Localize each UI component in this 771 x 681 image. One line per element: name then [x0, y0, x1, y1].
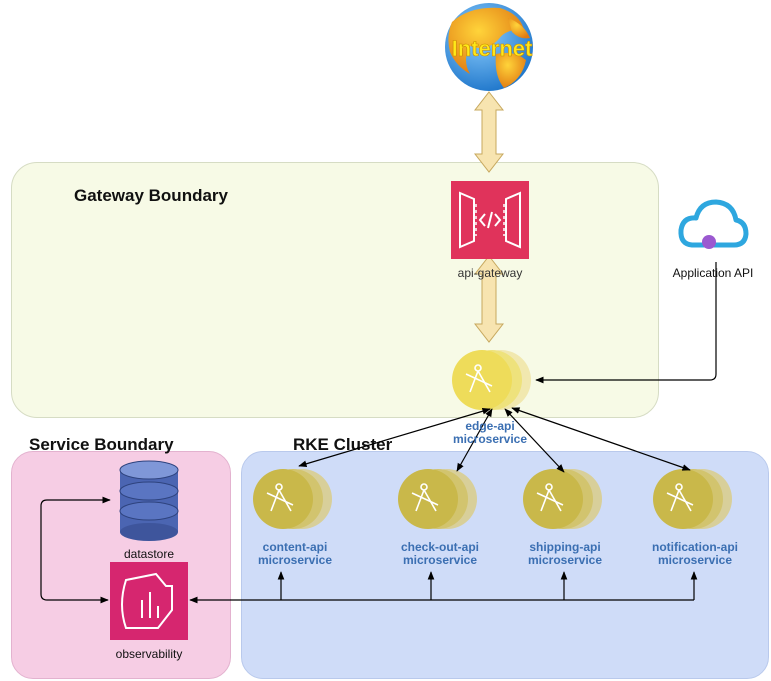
services-observability-bus — [189, 571, 698, 604]
datastore-label: datastore — [123, 547, 175, 561]
check-out-api-type: microservice — [402, 553, 478, 567]
check-out-api-icon — [398, 469, 477, 529]
api-gateway-icon — [451, 181, 529, 259]
edge-to-services-connectors — [298, 407, 691, 473]
shipping-api-name: shipping-api — [529, 540, 601, 554]
notification-api-icon — [653, 469, 732, 529]
service-boundary-label: Service Boundary — [29, 435, 174, 454]
edge-api-label: edge-api microservice — [453, 420, 527, 446]
application-api-label: Application API — [672, 266, 754, 280]
internet-gateway-double-arrow — [473, 91, 505, 173]
edge-api-icon — [452, 350, 531, 410]
edge-api-name: edge-api — [465, 419, 515, 433]
application-api-cloud-icon — [678, 199, 749, 249]
api-gateway-label: api-gateway — [457, 266, 523, 280]
content-api-type: microservice — [257, 553, 333, 567]
notification-api-label: notification-api microservice — [652, 541, 738, 567]
edge-api-type: microservice — [452, 432, 528, 446]
notification-api-type: microservice — [657, 553, 733, 567]
content-api-label: content-api microservice — [258, 541, 332, 567]
observability-label: observability — [115, 647, 183, 661]
gateway-boundary-label: Gateway Boundary — [74, 186, 228, 205]
shipping-api-label: shipping-api microservice — [528, 541, 602, 567]
observability-icon — [110, 562, 188, 640]
content-api-icon — [253, 469, 332, 529]
shipping-api-icon — [523, 469, 602, 529]
notification-api-name: notification-api — [652, 540, 738, 554]
check-out-api-name: check-out-api — [400, 540, 480, 554]
internet-globe-icon — [445, 3, 533, 91]
shipping-api-type: microservice — [527, 553, 603, 567]
internet-label: Internet — [452, 36, 533, 61]
datastore-observability-connector — [40, 496, 111, 604]
gateway-edge-double-arrow — [473, 255, 505, 343]
gateway-boundary-zone — [11, 162, 659, 418]
check-out-api-label: check-out-api microservice — [401, 541, 479, 567]
datastore-icon — [119, 460, 179, 541]
content-api-name: content-api — [262, 540, 328, 554]
